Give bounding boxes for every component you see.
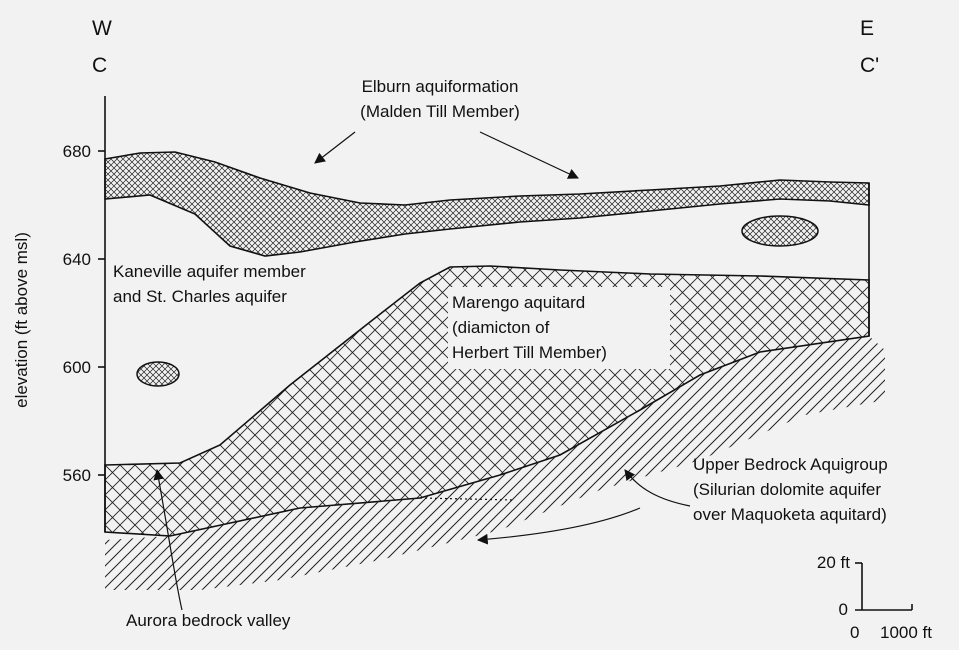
kaneville-label-line1: Kaneville aquifer member bbox=[113, 262, 306, 281]
y-tick-label-600: 600 bbox=[63, 358, 91, 377]
horizontal-scale-label: 1000 ft bbox=[880, 623, 932, 642]
horizontal-scale-zero: 0 bbox=[850, 623, 859, 642]
y-tick-label-640: 640 bbox=[63, 250, 91, 269]
bedrock-label-line2: (Silurian dolomite aquifer bbox=[693, 480, 881, 499]
y-tick-label-680: 680 bbox=[63, 142, 91, 161]
marengo-label-line1: Marengo aquitard bbox=[452, 293, 585, 312]
west-label: W bbox=[92, 17, 112, 40]
elburn-arrow-right bbox=[480, 132, 578, 178]
bedrock-label-line1: Upper Bedrock Aquigroup bbox=[693, 455, 888, 474]
marengo-label-line3: Herbert Till Member) bbox=[452, 343, 607, 362]
marengo-label-line2: (diamicton of bbox=[452, 318, 550, 337]
elburn-label-line2: (Malden Till Member) bbox=[360, 102, 520, 121]
elburn-lens-west bbox=[137, 362, 179, 386]
section-start-label: C bbox=[92, 54, 107, 77]
y-axis-label: elevation (ft above msl) bbox=[12, 232, 31, 408]
y-tick-label-560: 560 bbox=[63, 466, 91, 485]
bedrock-label-line3: over Maquoketa aquitard) bbox=[693, 505, 887, 524]
vertical-scale-label: 20 ft bbox=[817, 553, 850, 572]
aurora-valley-label: Aurora bedrock valley bbox=[126, 611, 291, 630]
elburn-lens-east bbox=[742, 216, 818, 246]
vertical-scale-zero: 0 bbox=[839, 600, 848, 619]
elburn-label-line1: Elburn aquiformation bbox=[362, 77, 519, 96]
kaneville-label-line2: and St. Charles aquifer bbox=[113, 287, 287, 306]
east-label: E bbox=[860, 17, 874, 40]
elburn-arrow-left bbox=[315, 132, 355, 163]
section-end-label: C' bbox=[860, 54, 879, 77]
